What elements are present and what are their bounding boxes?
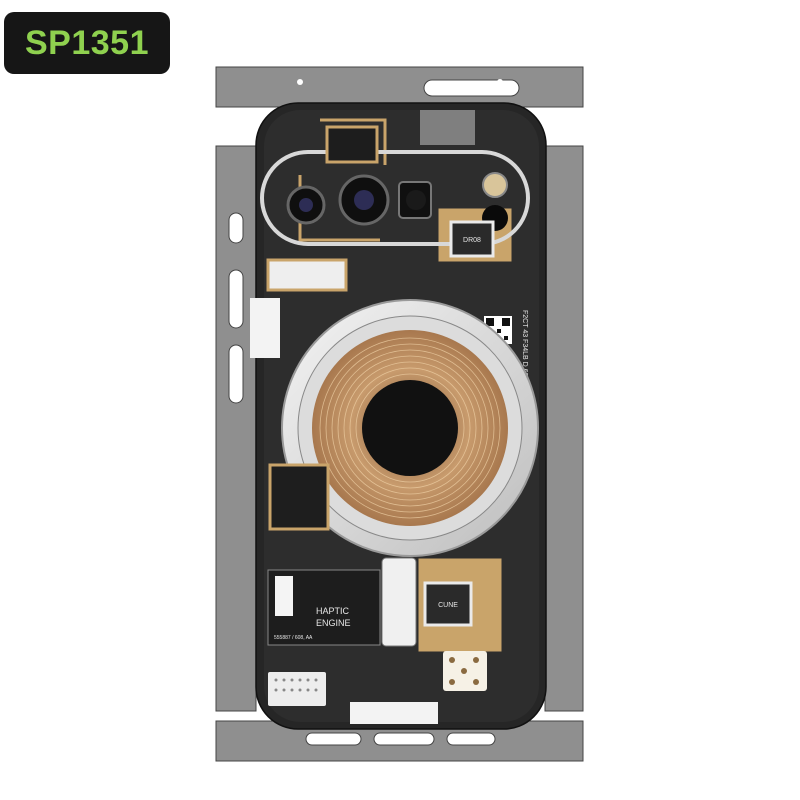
left-side-flap [215, 145, 257, 712]
haptic-label-2: ENGINE [316, 618, 351, 628]
chip-top: DR08 [449, 220, 495, 258]
haptic-label-1: HAPTIC [316, 606, 350, 616]
phone-back: DR08 F2CT 43 F34LB D 687 AAFDT3 [250, 102, 547, 730]
magsafe-coil [281, 299, 539, 557]
chip-bottom-label: CUNE [438, 602, 458, 609]
bottom-flap [215, 720, 584, 762]
chip-top-label: DR08 [463, 237, 481, 244]
product-code: SP1351 [25, 23, 149, 62]
top-flap [215, 66, 584, 108]
right-side-flap [544, 145, 584, 712]
serial-vertical: F2CT 43 F34LB D 687 AAFDT3 [521, 310, 528, 409]
product-code-badge: SP1351 [4, 12, 170, 74]
chip-bottom: CUNE [423, 581, 473, 627]
haptic-code: 555887 / 608, AA [274, 635, 313, 641]
haptic-engine: HAPTIC ENGINE 555887 / 608, AA [267, 569, 381, 646]
